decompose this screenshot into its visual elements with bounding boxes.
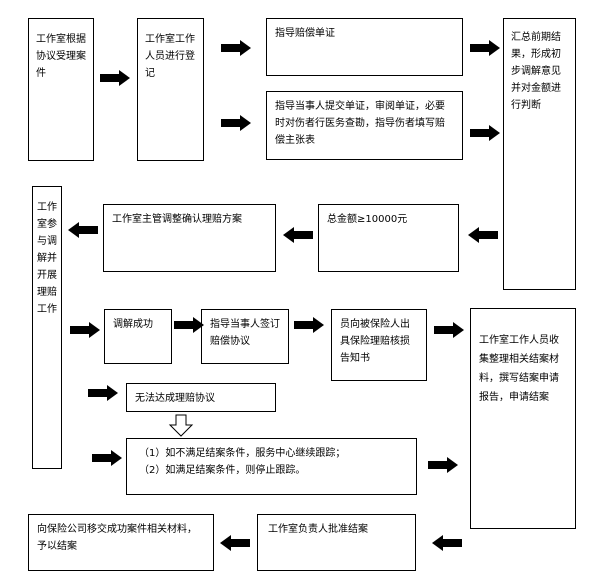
- node-guide-documents-text: 指导赔偿单证: [275, 28, 335, 39]
- node-participate-mediation-text: 工作室参与调解并开展理赔工作: [37, 202, 57, 315]
- node-no-agreement: 无法达成理赔协议: [126, 383, 276, 412]
- node-loss-notice: 员向被保险人出具保险理赔核损告知书: [331, 309, 427, 381]
- node-transfer-materials: 向保险公司移交成功案件相关材料，予以结案: [28, 514, 214, 571]
- node-accept-case-text: 工作室根据协议受理案件: [36, 34, 86, 79]
- node-summary-judgement: 汇总前期结果，形成初步调解意见并对金额进行判断: [503, 18, 576, 290]
- arrow-right-3: [221, 115, 251, 131]
- arrow-right-4: [470, 40, 500, 56]
- arrow-left-2: [283, 227, 313, 243]
- node-tracking-line1: （1）如不满足结案条件，服务中心继续跟踪；: [139, 448, 346, 459]
- arrow-left-4: [432, 535, 462, 551]
- node-participate-mediation: 工作室参与调解并开展理赔工作: [32, 186, 62, 469]
- node-accept-case: 工作室根据协议受理案件: [28, 18, 94, 161]
- node-approve-closure: 工作室负责人批准结案: [257, 514, 416, 571]
- node-submit-review-text: 指导当事人提交单证，审阅单证，必要时对伤者行医务查勘，指导伤者填写赔偿主张表: [275, 101, 445, 146]
- node-no-agreement-text: 无法达成理赔协议: [135, 393, 215, 404]
- node-summary-judgement-text: 汇总前期结果，形成初步调解意见并对金额进行判断: [511, 32, 561, 111]
- arrow-left-5: [220, 535, 250, 551]
- arrow-right-11: [92, 450, 122, 466]
- node-submit-review: 指导当事人提交单证，审阅单证，必要时对伤者行医务查勘，指导伤者填写赔偿主张表: [266, 91, 463, 160]
- arrow-right-6: [70, 322, 100, 338]
- arrow-right-9: [434, 322, 464, 338]
- node-mediation-success: 调解成功: [104, 309, 172, 364]
- node-register: 工作室工作人员进行登记: [137, 18, 204, 161]
- arrow-left-3: [68, 222, 98, 238]
- node-loss-notice-text: 员向被保险人出具保险理赔核损告知书: [340, 319, 410, 364]
- arrow-right-2: [221, 40, 251, 56]
- arrow-right-1: [100, 70, 130, 86]
- node-transfer-materials-text: 向保险公司移交成功案件相关材料，予以结案: [37, 524, 197, 552]
- arrow-right-12: [428, 457, 458, 473]
- node-supervisor-adjust-text: 工作室主管调整确认理赔方案: [112, 214, 242, 225]
- node-amount-threshold: 总金额≥10000元: [318, 204, 459, 272]
- node-approve-closure-text: 工作室负责人批准结案: [268, 524, 368, 535]
- node-mediation-success-text: 调解成功: [113, 319, 153, 330]
- node-tracking-conditions: （1）如不满足结案条件，服务中心继续跟踪； （2）如满足结案条件，则停止跟踪。: [126, 438, 417, 495]
- node-collect-materials: 工作室工作人员收集整理相关结案材料，撰写结案申请报告，申请结案: [470, 308, 576, 529]
- node-supervisor-adjust: 工作室主管调整确认理赔方案: [103, 204, 276, 272]
- node-collect-materials-text: 工作室工作人员收集整理相关结案材料，撰写结案申请报告，申请结案: [479, 335, 559, 403]
- arrow-right-10: [88, 385, 118, 401]
- arrow-right-7: [174, 317, 204, 333]
- arrow-right-8: [294, 317, 324, 333]
- node-sign-agreement: 指导当事人签订赔偿协议: [201, 309, 289, 364]
- node-amount-threshold-text: 总金额≥10000元: [327, 214, 408, 225]
- node-register-text: 工作室工作人员进行登记: [145, 34, 195, 79]
- arrow-down-1: [168, 414, 194, 437]
- node-guide-documents: 指导赔偿单证: [266, 18, 463, 76]
- arrow-left-1: [468, 227, 498, 243]
- node-tracking-line2: （2）如满足结案条件，则停止跟踪。: [139, 465, 306, 476]
- node-sign-agreement-text: 指导当事人签订赔偿协议: [210, 319, 280, 347]
- arrow-right-5: [470, 125, 500, 141]
